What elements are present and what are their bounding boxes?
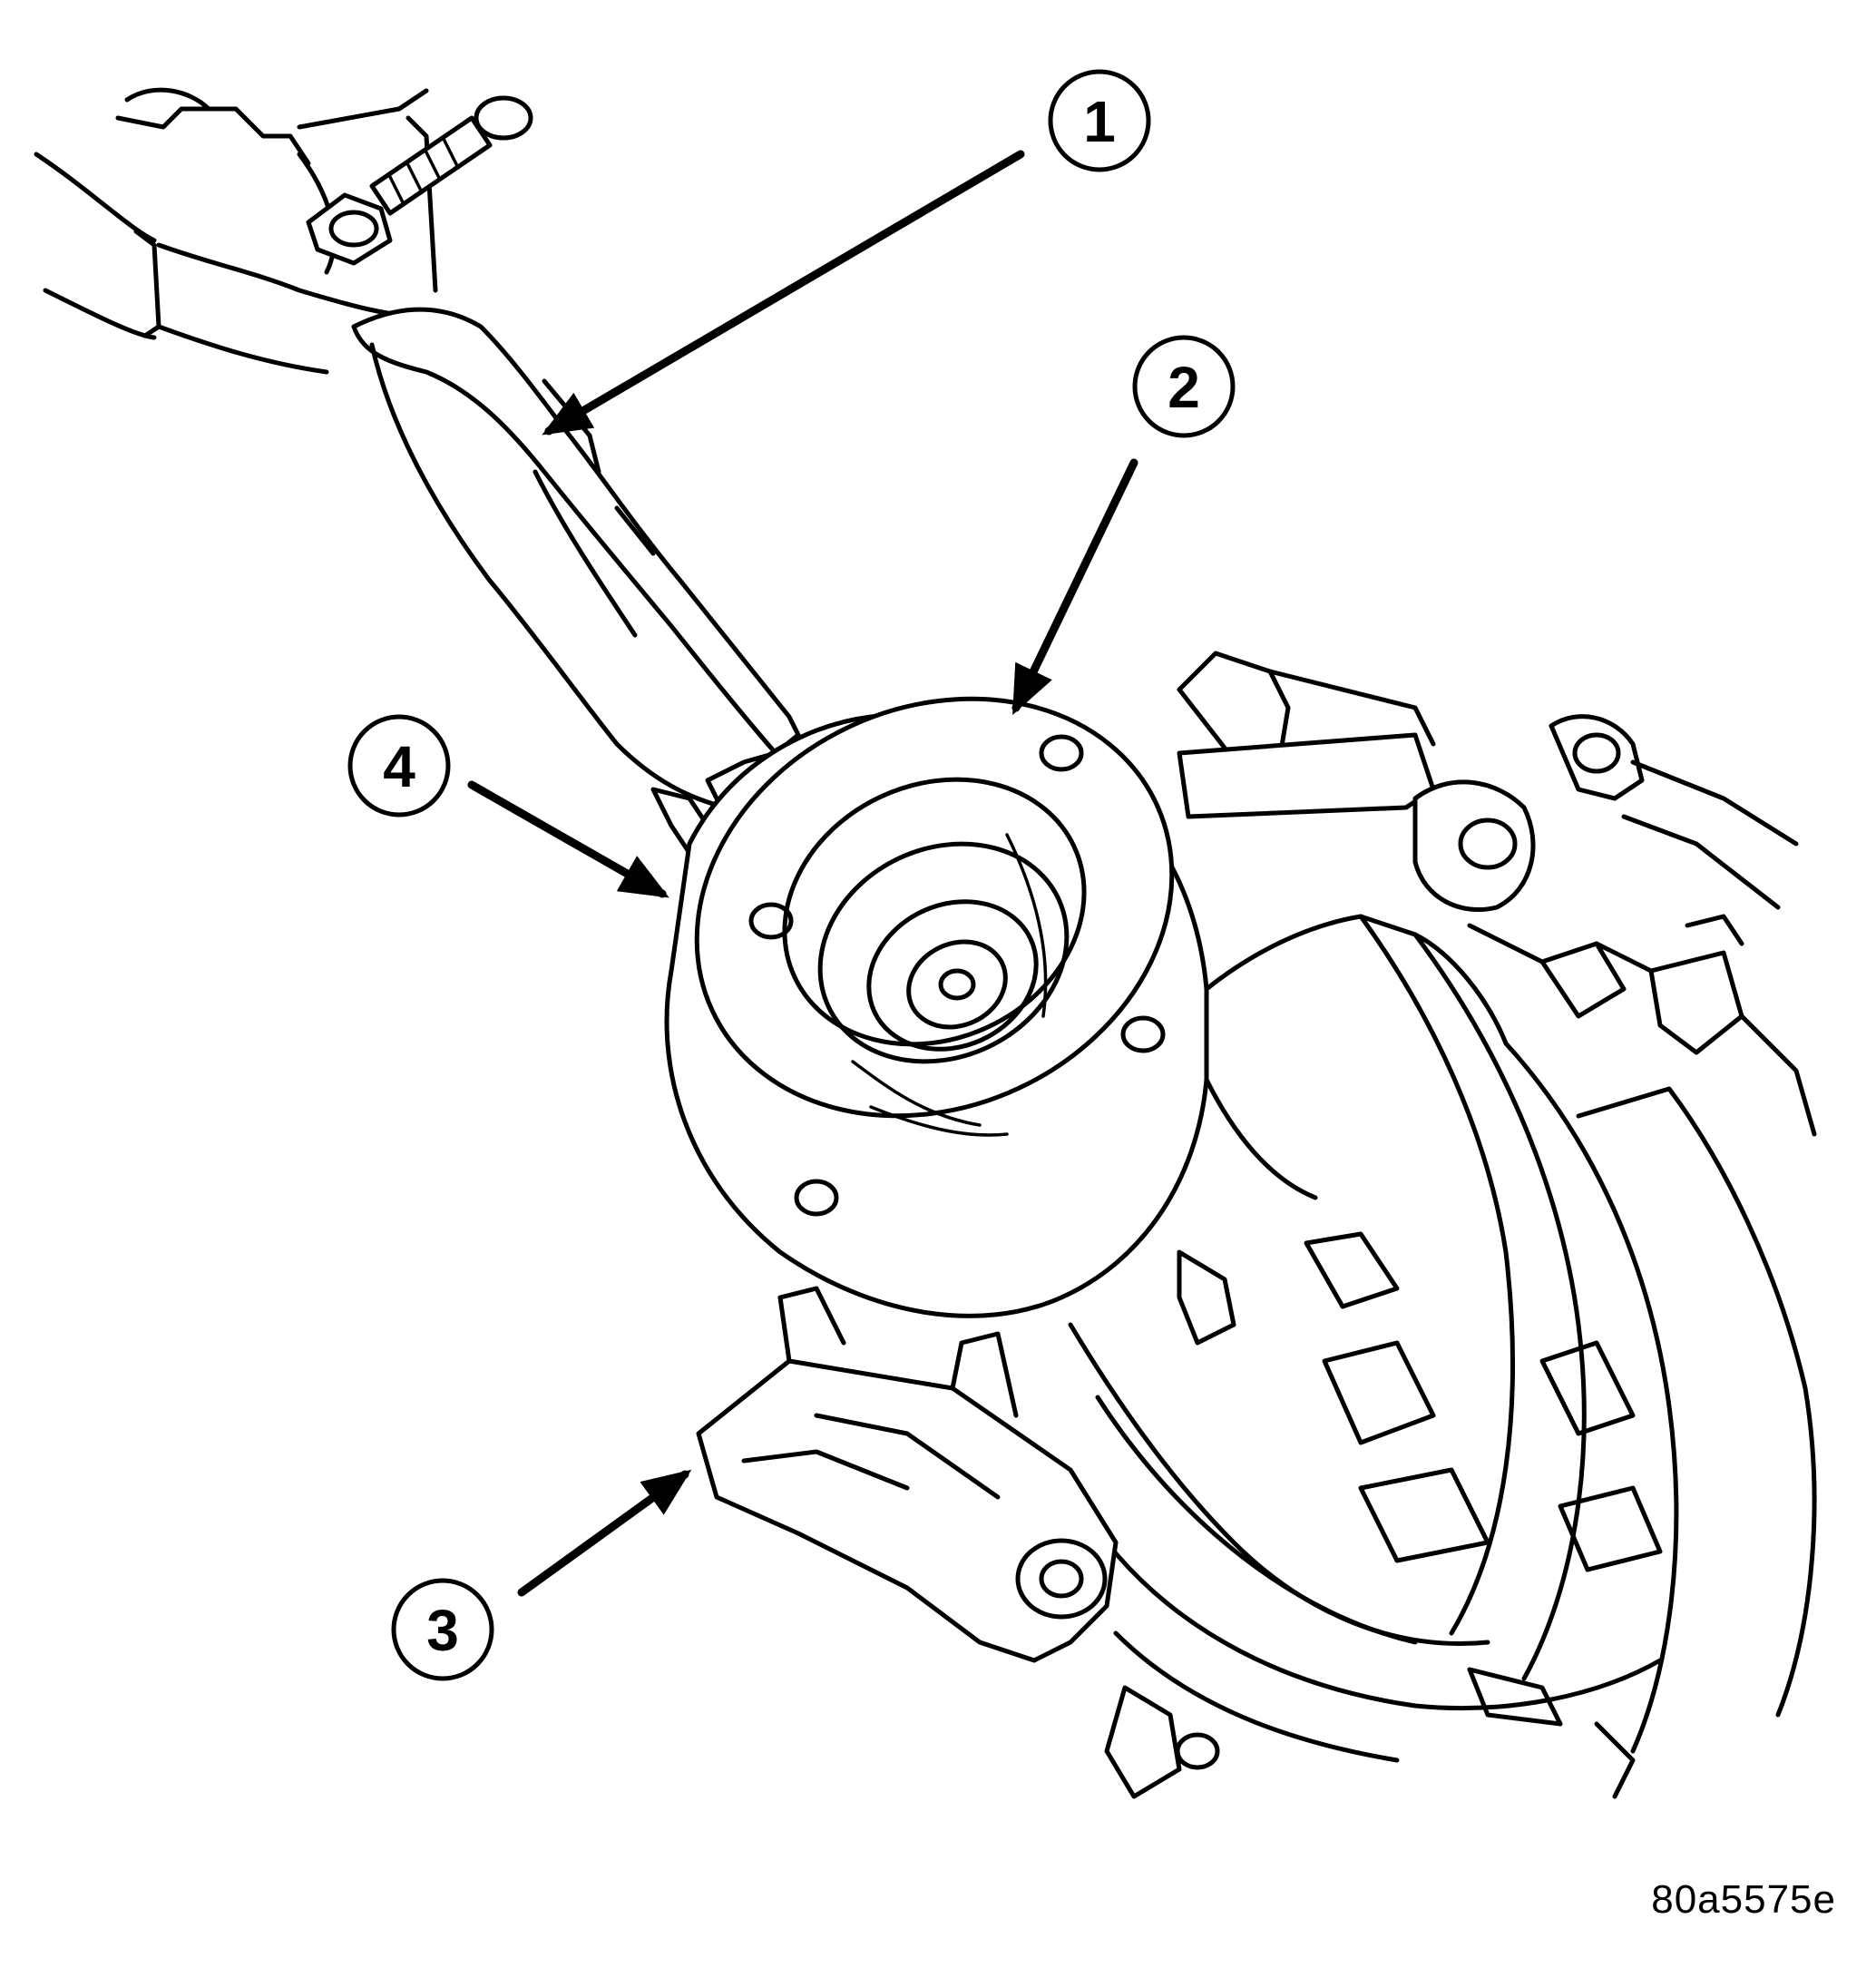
callout-2-arrow <box>1011 458 1138 716</box>
callout-2-number: 2 <box>1168 355 1200 420</box>
callout-4-number: 4 <box>383 734 415 799</box>
callout-4: 4 <box>347 714 451 818</box>
mounting-bracket <box>696 1286 1119 1663</box>
mount-bolt <box>306 95 533 266</box>
callout-2: 2 <box>1132 335 1236 438</box>
callout-3-arrow <box>517 1469 692 1597</box>
callout-3-number: 3 <box>426 1598 459 1663</box>
upper-right-fittings <box>1177 651 1817 1137</box>
callout-1-arrow <box>542 150 1025 436</box>
compressor-body <box>1068 914 1817 1799</box>
leader-arrows <box>467 150 1138 1597</box>
callout-4-arrow <box>467 780 669 898</box>
callout-3: 3 <box>391 1578 494 1681</box>
callout-1: 1 <box>1048 69 1151 172</box>
figure-id-label: 80a5575e <box>1651 1877 1836 1922</box>
clutch-hub-plate <box>664 696 1209 1318</box>
callout-1-number: 1 <box>1083 89 1116 154</box>
upper-mount-bracket <box>34 87 438 375</box>
